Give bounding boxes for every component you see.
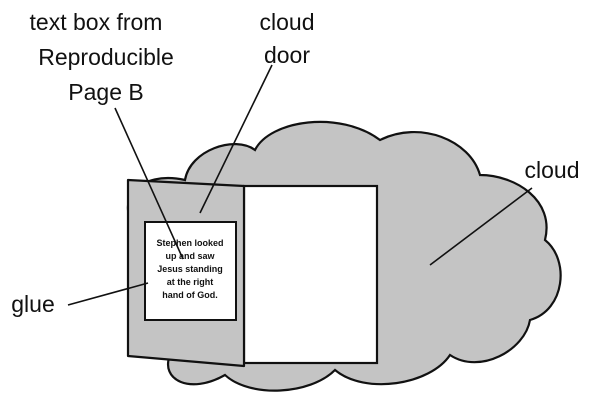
- label-cloud-door-line2: door: [264, 42, 310, 68]
- leader-cloud: [429, 187, 533, 266]
- text-box-line: up and saw: [165, 251, 215, 261]
- label-text-box-line2: Reproducible: [38, 44, 174, 70]
- text-box: [144, 221, 237, 321]
- text-box-line: at the right: [167, 277, 214, 287]
- label-cloud: cloud: [525, 157, 580, 183]
- leader-cloud-door: [199, 64, 273, 214]
- leader-text-box: [114, 107, 184, 260]
- label-text-box-line3: Page B: [68, 79, 143, 105]
- text-box-line: Jesus standing: [157, 264, 223, 274]
- leader-glue: [67, 282, 149, 306]
- text-box-line: hand of God.: [162, 290, 218, 300]
- door-opening: [242, 184, 379, 365]
- label-text-box-line1: text box from: [30, 9, 163, 35]
- label-cloud-door-line1: cloud: [260, 9, 315, 35]
- label-glue: glue: [11, 291, 54, 317]
- text-box-content: Stephen looked up and saw Jesus standing…: [156, 238, 223, 300]
- text-box-line: Stephen looked: [156, 238, 223, 248]
